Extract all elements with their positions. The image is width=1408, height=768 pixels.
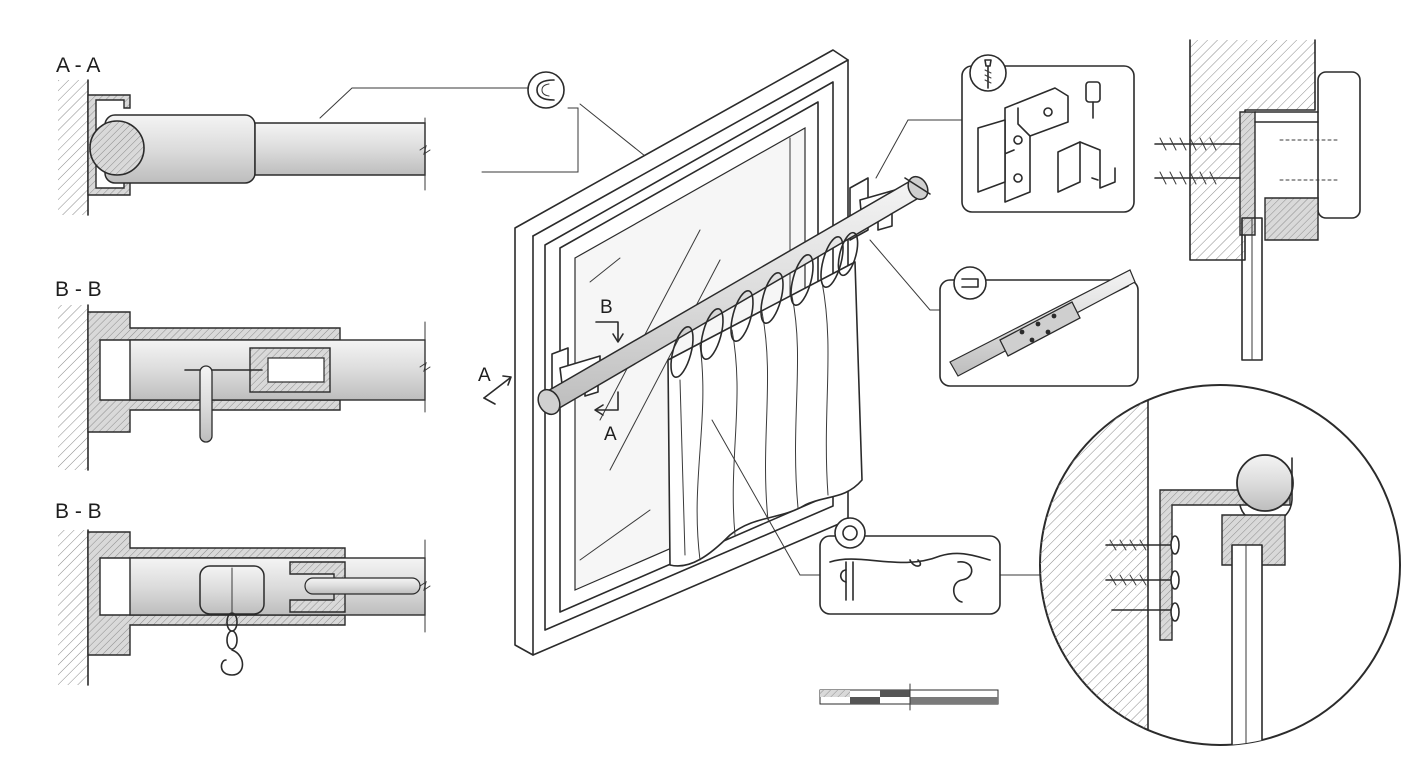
curtain-hook-callout <box>711 419 1041 615</box>
section-aa-title: A - A <box>56 54 100 77</box>
curtain-rings <box>670 231 859 379</box>
section-bb-1: B - B <box>55 278 431 471</box>
cut-label-a-top: A <box>478 365 491 386</box>
wall-hatch <box>58 80 88 215</box>
cut-label-b: B <box>600 297 613 318</box>
cut-label-a-bottom: A <box>604 424 617 445</box>
bracket-hardware-callout <box>875 54 1135 213</box>
bracket-flange <box>87 311 341 433</box>
section-bb1-title: B - B <box>55 278 102 301</box>
rod-end-circle <box>89 120 145 176</box>
cut-marker-b: B <box>594 297 624 416</box>
section-bb-2: B - B <box>55 500 431 686</box>
wall-bracket-closeup <box>1154 39 1361 361</box>
section-aa: A - A <box>56 54 529 216</box>
cut-marker-a: A A <box>478 365 617 445</box>
bracket-channel <box>87 94 131 196</box>
rod-connector-callout <box>869 239 1139 387</box>
curtain-rod <box>537 175 931 416</box>
section-bb2-title: B - B <box>55 500 102 523</box>
track-profile <box>87 531 346 656</box>
curtain-panel <box>667 261 863 567</box>
circular-bracket-detail <box>1039 384 1401 746</box>
rod-extension <box>254 122 426 176</box>
leader-line <box>319 87 529 119</box>
scale-bar <box>819 683 999 711</box>
